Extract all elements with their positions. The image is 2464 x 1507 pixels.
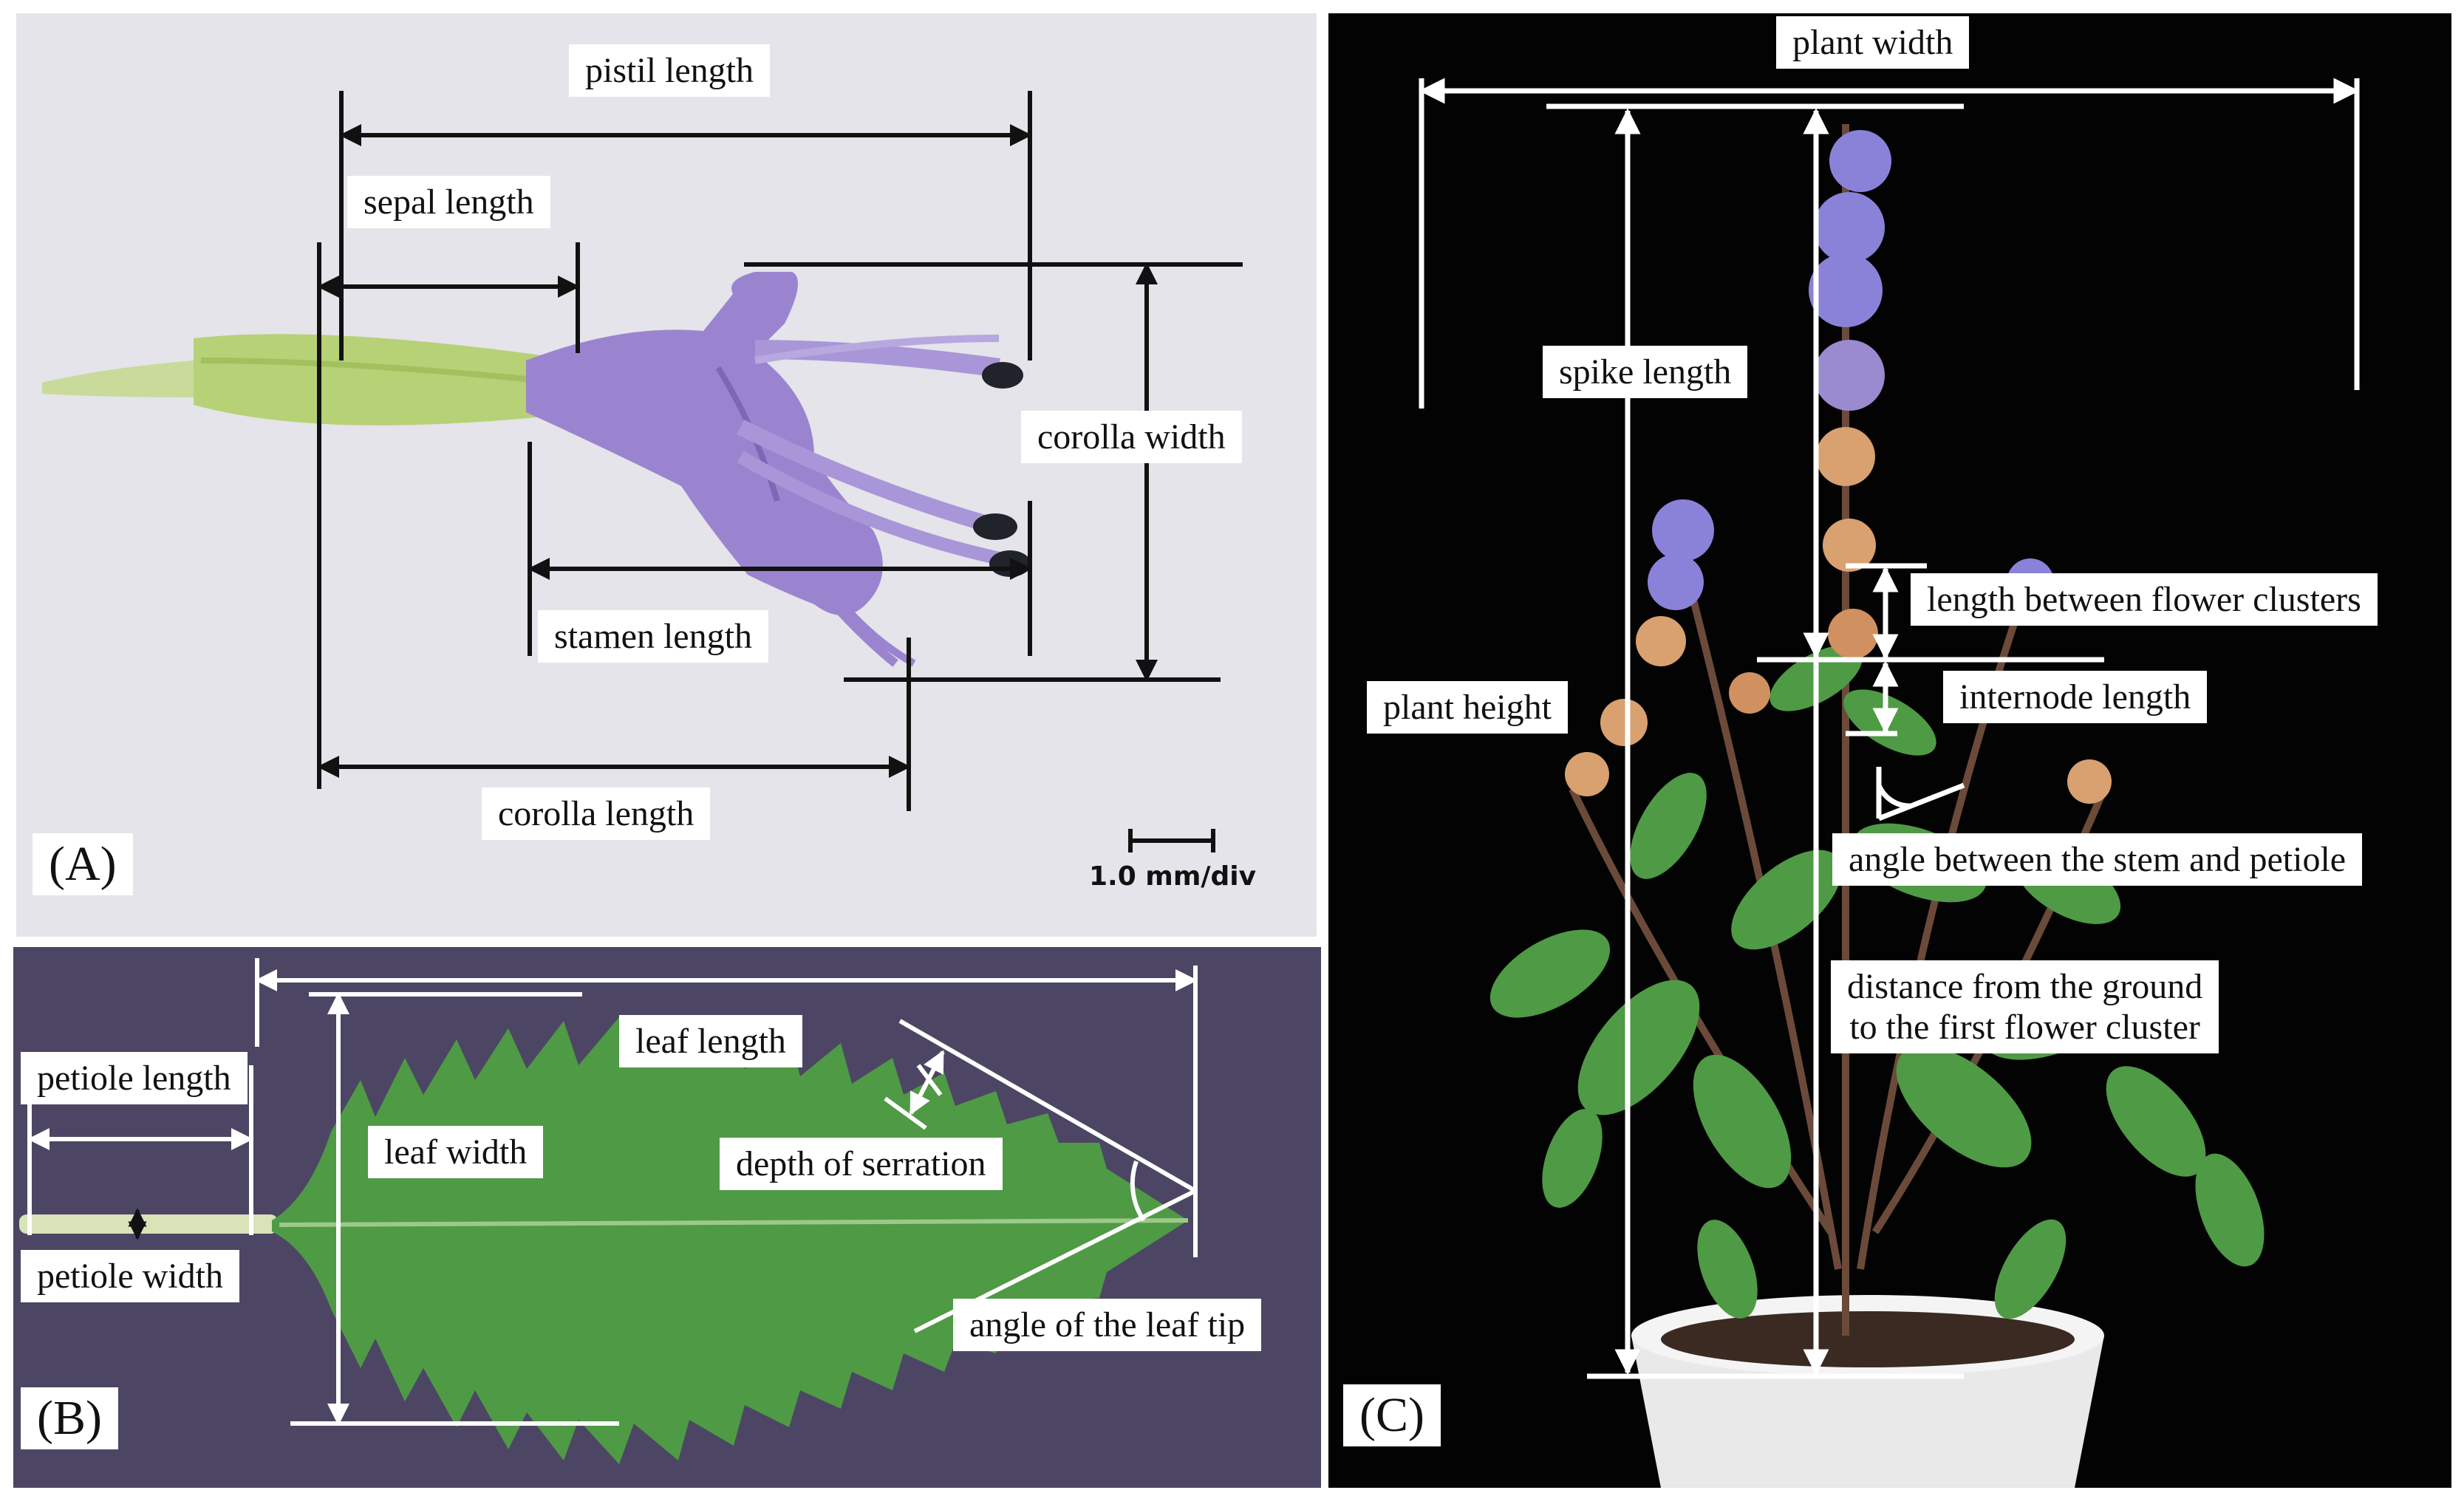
pistil [754,340,1000,377]
label-petiole-width: petiole width [21,1250,239,1303]
leaf-blade [272,1017,1188,1464]
label-corolla-length: corolla length [482,787,711,841]
label-leaf-width: leaf width [368,1126,544,1179]
panel-a-flower: pistil length sepal length corolla width… [16,13,1317,937]
label-spike-length: spike length [1543,346,1748,399]
petiole [19,1214,278,1234]
stamen-1 [737,420,987,531]
flower-drawing [42,91,1243,852]
label-angle-of-leaf-tip: angle of the leaf tip [953,1299,1262,1352]
label-depth-of-serration: depth of serration [720,1138,1003,1191]
sepal [194,334,585,426]
label-stamen-length: stamen length [538,610,768,663]
panel-c-plant: plant width spike length length between … [1328,13,2451,1488]
stamen-2 [737,451,1008,567]
label-length-between-flower-clusters: length between flower clusters [1911,573,2378,626]
label-sepal-length: sepal length [347,176,550,229]
plant-drawing [1419,78,2360,1488]
scale-bar-label: 1.0 mm/div [1089,861,1257,892]
pedicel [42,360,201,397]
corolla [526,272,883,615]
panel-label-a: (A) [33,833,133,895]
label-leaf-length: leaf length [619,1015,802,1068]
label-corolla-width: corolla width [1021,411,1242,464]
label-plant-height: plant height [1367,681,1568,734]
label-angle-stem-petiole: angle between the stem and petiole [1832,833,2363,886]
label-petiole-length: petiole length [21,1052,248,1105]
label-pistil-length: pistil length [569,44,770,98]
label-plant-width: plant width [1776,16,1970,69]
panel-label-b: (B) [21,1387,118,1449]
panel-label-c: (C) [1343,1384,1441,1446]
label-internode-length: internode length [1943,671,2208,724]
panel-b-leaf: petiole length leaf length leaf width de… [13,947,1321,1488]
label-distance-ground-first-cluster: distance from the ground to the first fl… [1831,960,2219,1054]
